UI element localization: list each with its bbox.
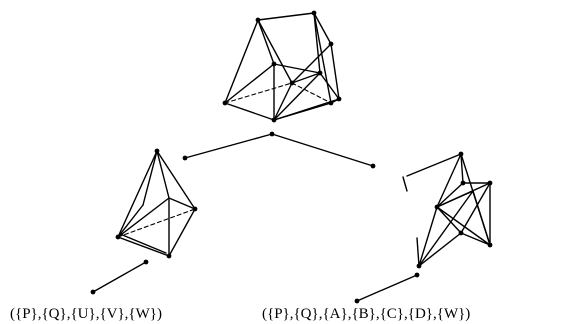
pointer-end <box>90 289 96 295</box>
pointer-end <box>354 298 360 304</box>
left-label: ({P},{Q},{U},{V},{W}) <box>10 306 162 322</box>
edge <box>418 206 438 267</box>
right-polytope <box>354 151 493 304</box>
edge <box>436 206 491 246</box>
edge <box>436 153 462 208</box>
edge <box>460 232 491 246</box>
left-polytope <box>90 148 198 295</box>
right-label: ({P},{Q},{A},{B},{C},{D},{W}) <box>262 306 470 322</box>
vertex <box>222 100 228 106</box>
edge <box>119 233 167 254</box>
edge <box>472 190 491 246</box>
edge <box>313 12 332 45</box>
hidden-edge <box>436 182 491 208</box>
edge <box>319 72 340 100</box>
edge <box>156 150 170 199</box>
vertex <box>487 242 493 248</box>
edge <box>406 153 462 177</box>
vertex <box>336 96 342 102</box>
hidden-edge <box>224 82 293 104</box>
vertex <box>458 230 464 236</box>
edge <box>117 236 170 257</box>
branch-right-line <box>271 133 374 167</box>
vertex <box>460 180 466 186</box>
top-polytope <box>222 10 342 123</box>
branch-connector <box>182 131 376 169</box>
vertex <box>416 263 422 269</box>
edge <box>402 176 408 192</box>
branch-right-end <box>370 163 376 169</box>
edge <box>291 43 332 84</box>
edge <box>273 102 332 121</box>
edge <box>330 43 340 100</box>
edge <box>460 182 491 234</box>
edge <box>460 153 464 184</box>
vertex <box>166 253 172 259</box>
vertex <box>311 10 317 16</box>
edge <box>291 72 321 84</box>
hidden-edge <box>117 208 196 238</box>
vertex <box>271 117 277 123</box>
branch-left-line <box>184 133 273 159</box>
vertex <box>289 80 295 86</box>
vertex <box>255 17 261 23</box>
vertex <box>317 70 323 76</box>
vertex <box>458 151 464 157</box>
edge <box>168 197 196 210</box>
vertex <box>487 180 493 186</box>
pointer-line <box>92 261 147 293</box>
edge <box>273 63 321 74</box>
edge <box>418 232 462 267</box>
vertex <box>271 61 277 67</box>
edge <box>224 19 259 104</box>
vertex <box>154 148 160 154</box>
vertex <box>328 100 334 106</box>
edge <box>142 150 158 206</box>
pointer-line <box>356 274 418 302</box>
branch-node <box>269 131 275 137</box>
edge <box>257 12 315 21</box>
edge <box>273 82 293 121</box>
edge <box>416 237 420 267</box>
branch-left-end <box>182 155 188 161</box>
edge <box>224 63 275 104</box>
vertex <box>328 41 334 47</box>
edge <box>117 150 158 238</box>
edge <box>436 182 464 208</box>
edge <box>418 190 474 267</box>
vertex <box>115 234 121 240</box>
pointer-start <box>414 272 420 278</box>
edge <box>313 12 321 74</box>
edge <box>273 72 321 121</box>
edge <box>117 204 144 238</box>
edge <box>168 208 196 257</box>
edge <box>257 19 293 84</box>
vertex <box>434 204 440 210</box>
edge <box>436 206 462 234</box>
edge <box>224 102 275 121</box>
edge <box>117 197 170 238</box>
vertex <box>192 206 198 212</box>
edge <box>156 150 196 210</box>
hidden-edge <box>291 82 332 104</box>
edge <box>313 12 332 104</box>
edge <box>257 19 275 65</box>
